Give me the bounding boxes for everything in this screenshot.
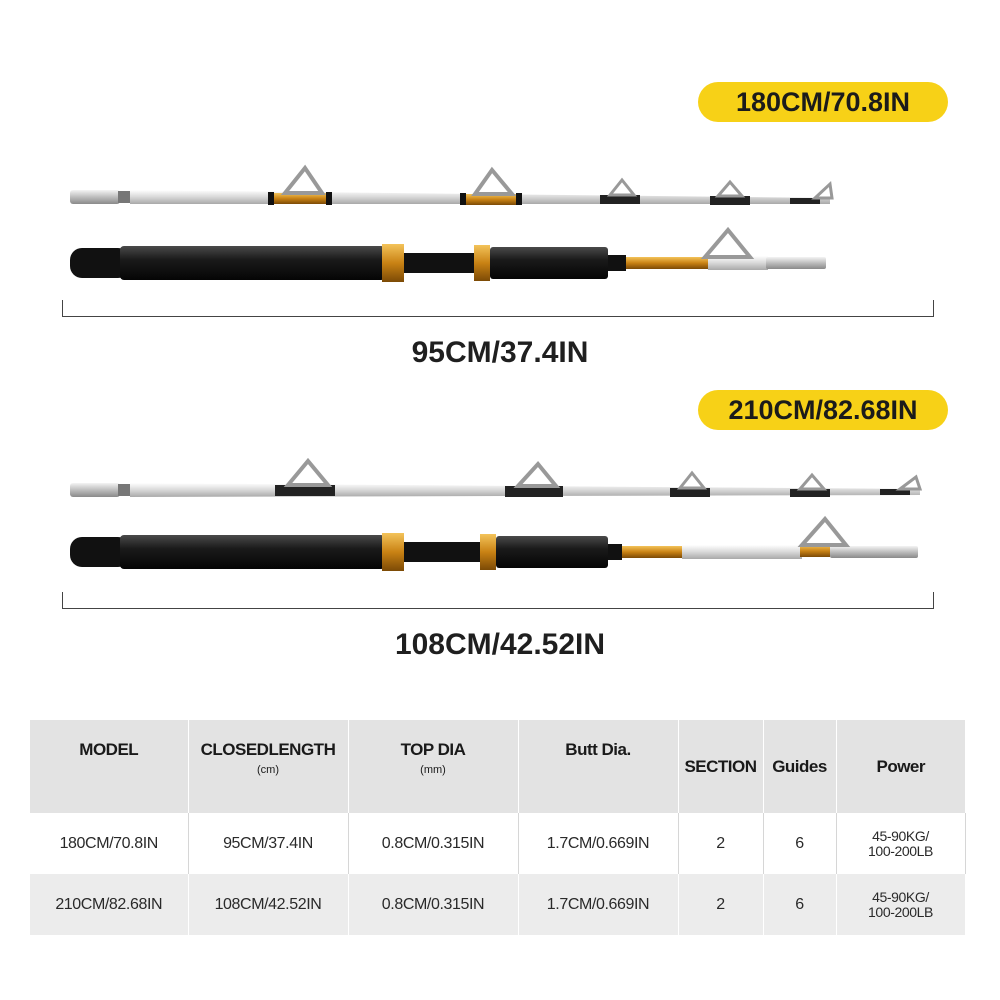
cell-guides: 6 — [763, 813, 837, 874]
length-badge-210: 210CM/82.68IN — [698, 390, 948, 430]
cell-section: 2 — [678, 874, 764, 935]
length-badge-180: 180CM/70.8IN — [698, 82, 948, 122]
header-model: MODEL — [30, 720, 189, 813]
cell-power: 45-90KG/100-200LB — [836, 874, 966, 935]
tip-guide — [880, 474, 923, 495]
cell-power: 45-90KG/100-200LB — [836, 813, 966, 874]
cell-butt-dia: 1.7CM/0.669IN — [518, 813, 679, 874]
cell-top-dia: 0.8CM/0.315IN — [348, 874, 519, 935]
header-top-dia: TOP DIA(mm) — [348, 720, 519, 813]
tip-guide — [790, 180, 834, 204]
cell-section: 2 — [678, 813, 764, 874]
header-guides: Guides — [763, 720, 837, 813]
length-bracket-180 — [62, 300, 934, 317]
cell-closed-length: 95CM/37.4IN — [188, 813, 349, 874]
guide-ring — [797, 515, 851, 547]
closed-length-label-180: 95CM/37.4IN — [411, 336, 589, 369]
header-butt-dia: Butt Dia. — [518, 720, 679, 813]
table-row: 210CM/82.68IN 108CM/42.52IN 0.8CM/0.315I… — [30, 874, 966, 935]
guide-ring — [505, 460, 563, 497]
guide-ring — [790, 472, 830, 497]
guide-ring — [670, 470, 710, 497]
cell-butt-dia: 1.7CM/0.669IN — [518, 874, 679, 935]
length-bracket-210 — [62, 592, 934, 609]
table-header-row: MODEL CLOSEDLENGTH(cm) TOP DIA(mm) Butt … — [30, 720, 965, 813]
rod-image-210 — [70, 457, 923, 571]
cell-guides: 6 — [763, 874, 837, 935]
guide-ring — [268, 164, 332, 205]
guide-ring — [700, 226, 755, 259]
guide-ring — [600, 177, 640, 204]
rod-image-180 — [70, 164, 834, 282]
header-power: Power — [836, 720, 965, 813]
cell-model: 180CM/70.8IN — [30, 813, 189, 874]
spec-table: MODEL CLOSEDLENGTH(cm) TOP DIA(mm) Butt … — [30, 720, 966, 935]
cell-top-dia: 0.8CM/0.315IN — [348, 813, 519, 874]
header-section: SECTION — [678, 720, 764, 813]
table-row: 180CM/70.8IN 95CM/37.4IN 0.8CM/0.315IN 1… — [30, 813, 966, 874]
cell-closed-length: 108CM/42.52IN — [188, 874, 349, 935]
header-closed-length: CLOSEDLENGTH(cm) — [188, 720, 349, 813]
guide-ring — [460, 166, 522, 205]
guide-ring — [710, 179, 750, 205]
cell-model: 210CM/82.68IN — [30, 874, 189, 935]
guide-ring — [275, 457, 335, 496]
closed-length-label-210: 108CM/42.52IN — [394, 628, 606, 661]
